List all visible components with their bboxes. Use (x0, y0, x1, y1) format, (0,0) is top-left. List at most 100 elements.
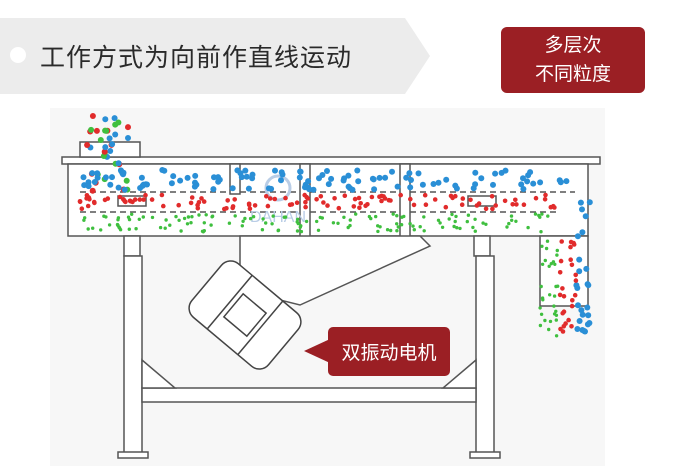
blue-particle (419, 181, 426, 188)
green-outlet-particle (543, 258, 547, 263)
green-particle (408, 222, 412, 226)
red-particle (483, 206, 489, 212)
red-particle (411, 202, 417, 208)
badge-line-1: 多层次 (544, 34, 602, 56)
green-particle (354, 212, 358, 216)
brace-right (440, 358, 477, 389)
blue-particle (237, 170, 244, 177)
blue-particle (120, 169, 127, 176)
green-particle (546, 214, 550, 218)
green-outlet-particle (548, 319, 553, 324)
red-particle (302, 192, 308, 198)
red-particle (332, 196, 337, 201)
blue-particle (168, 180, 175, 187)
green-particle (376, 229, 380, 234)
green-particle (374, 214, 378, 219)
green-particle (505, 225, 509, 229)
red-particle (460, 196, 466, 201)
blue-particle (305, 178, 312, 185)
red-outlet-particle (570, 298, 575, 303)
blue-particle (249, 171, 256, 178)
red-outlet-particle (569, 324, 574, 329)
green-particle (465, 219, 469, 224)
motor-hub (222, 292, 268, 338)
green-particle (422, 215, 426, 219)
red-particle (265, 203, 271, 209)
foot-left (117, 451, 149, 459)
green-particle (391, 212, 395, 216)
green-particle (539, 230, 543, 234)
red-particle (474, 203, 480, 208)
green-particle (190, 215, 194, 219)
red-particle (352, 196, 358, 202)
blue-particle (492, 170, 499, 177)
green-outlet-particle (541, 298, 545, 302)
green-particle (296, 217, 300, 221)
red-particle (542, 197, 548, 202)
blue-particle (563, 178, 570, 185)
green-outlet-particle (553, 262, 557, 266)
red-particle (356, 195, 362, 201)
red-particle (264, 194, 269, 199)
blue-particle (328, 175, 335, 182)
blue-particle (319, 172, 326, 178)
green-particle (389, 228, 393, 233)
green-particle (197, 213, 201, 217)
leg-right (475, 255, 495, 457)
blue-outlet-particle (579, 311, 586, 318)
green-particle (315, 219, 319, 224)
red-particle (222, 206, 227, 212)
red-particle (84, 193, 90, 198)
brace-left (141, 358, 178, 389)
blue-particle (296, 174, 303, 181)
red-particle (189, 195, 195, 200)
blue-particle (394, 183, 401, 190)
green-particle (367, 214, 372, 219)
blue-particle (530, 180, 537, 187)
blue-particle (215, 174, 222, 181)
inlet-particle (111, 115, 118, 122)
green-particle (395, 229, 399, 233)
blue-particle (537, 179, 544, 186)
red-outlet-particle (568, 244, 573, 250)
red-outlet-particle (573, 272, 578, 278)
blue-outlet-particle (579, 327, 586, 333)
green-particle (402, 214, 406, 219)
red-outlet-particle (558, 326, 563, 332)
green-particle (331, 221, 336, 225)
red-particle (267, 196, 273, 201)
red-outlet-particle (569, 262, 575, 268)
blue-particle (408, 177, 414, 183)
red-particle (314, 197, 319, 202)
blue-outlet-particle (574, 233, 581, 240)
inlet-particle (94, 170, 101, 177)
green-particle (473, 229, 477, 233)
inlet-particle (115, 119, 122, 126)
green-particle (396, 225, 400, 229)
red-outlet-particle (568, 257, 573, 263)
inlet-particle (125, 135, 131, 141)
green-particle (538, 215, 542, 219)
green-particle (83, 216, 87, 220)
green-outlet-particle (549, 262, 553, 266)
green-particle (202, 221, 206, 225)
green-particle (209, 223, 213, 227)
green-outlet-particle (540, 244, 544, 248)
red-particle (468, 197, 473, 203)
inlet-particle (112, 131, 119, 138)
green-particle (150, 215, 155, 220)
blue-particle (371, 186, 378, 193)
red-particle (432, 197, 438, 202)
green-outlet-particle (552, 304, 556, 308)
cross-beam (141, 387, 477, 403)
green-particle (99, 228, 103, 232)
green-particle (318, 215, 322, 220)
blue-particle (324, 168, 330, 174)
red-particle (510, 202, 515, 207)
green-particle (174, 214, 178, 219)
blue-particle (229, 185, 236, 192)
red-particle (246, 202, 252, 208)
blue-particle (245, 185, 252, 192)
green-particle (304, 219, 309, 224)
blue-outlet-particle (579, 206, 585, 213)
